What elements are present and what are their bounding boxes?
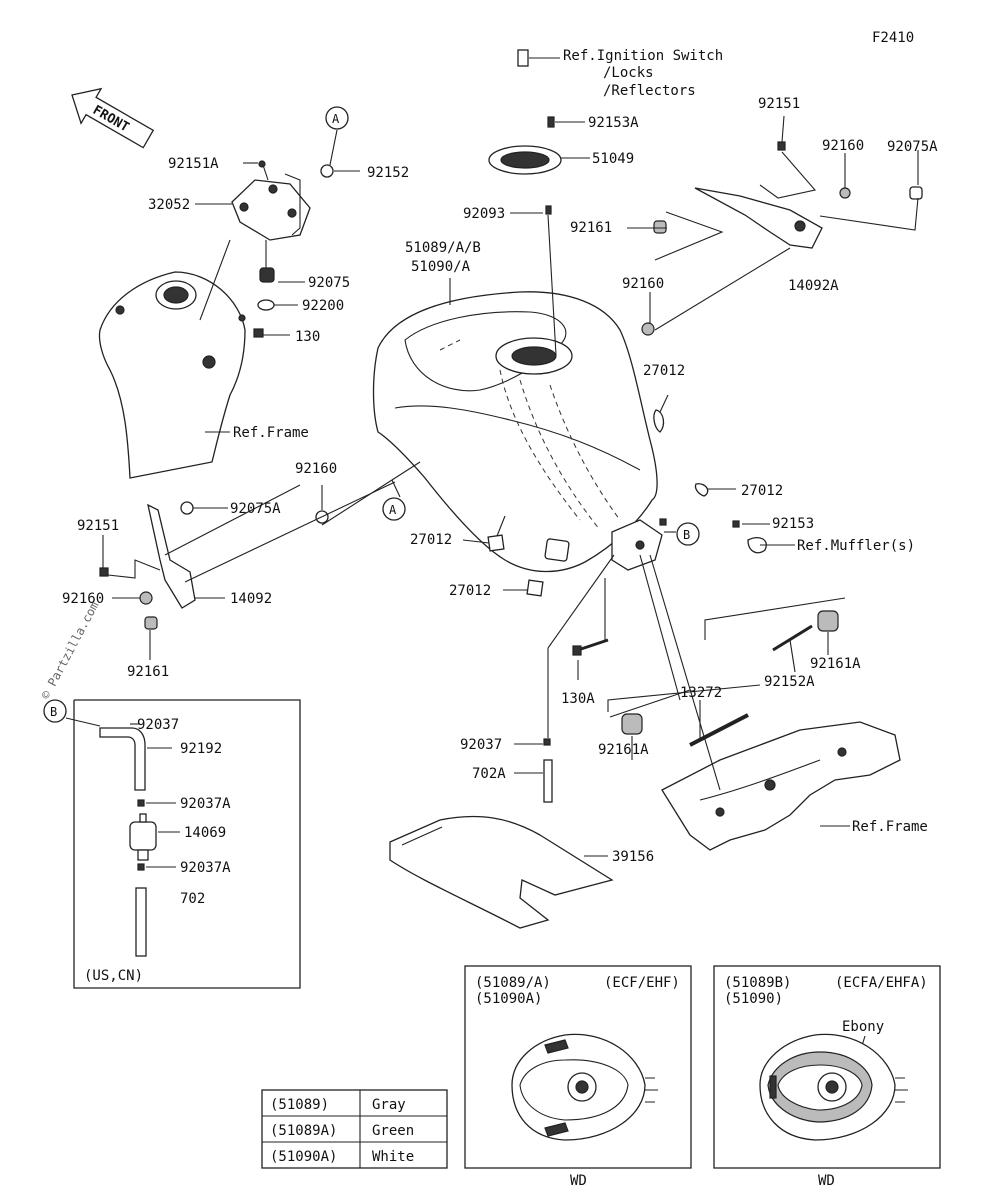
variant2-caption: WD [818,1173,835,1189]
variant1-left: (51089/A) [475,975,551,991]
svg-text:A: A [389,503,397,517]
callout-51089-ab: 51089/A/B [405,240,481,256]
color-code-2: (51089A) [270,1123,337,1139]
callout-92151-left: 92151 [77,518,119,534]
callout-32052: 32052 [148,197,190,213]
callout-92161A-center: 92161A [598,742,649,758]
callout-92161-left: 92161 [127,664,169,680]
color-name-2: Green [372,1123,414,1139]
callout-92152: 92152 [367,165,409,181]
callout-14092A: 14092A [788,278,839,294]
inset-part-14069: 14069 [184,825,226,841]
inset-part-92192: 92192 [180,741,222,757]
color-code-1: (51089) [270,1097,329,1113]
color-table: (51089) Gray (51089A) Green (51090A) Whi… [261,1089,448,1169]
callout-14092: 14092 [230,591,272,607]
callout-13272: 13272 [680,685,722,701]
variant-box-ecfa-ehfa: (51089B) (51090) (ECFA/EHFA) Ebony WD [713,965,941,1189]
variant-box-ecf-ehf: (51089/A) (51090A) (ECF/EHF) WD [464,965,692,1189]
ref-marker-a-low: A [382,497,406,521]
vent-tube-702A [543,738,553,803]
callout-ref-reflectors: /Reflectors [603,83,696,99]
callout-92153A: 92153A [588,115,639,131]
watermark: © Partzilla.com [38,599,101,701]
variant1-right: (ECF/EHF) [604,975,680,991]
frame-left [98,271,246,479]
callout-92161A-right: 92161A [810,656,861,672]
callout-92160-mid: 92160 [622,276,664,292]
callout-ref-frame-right: Ref.Frame [852,819,928,835]
color-name-3: White [372,1149,414,1165]
stay-14092A [641,141,923,336]
callout-130A: 130A [561,691,595,707]
muffler-clip [732,520,767,554]
variant1-caption: WD [570,1173,587,1189]
color-code-3: (51090A) [270,1149,337,1165]
callout-27012-c2: 27012 [449,583,491,599]
callout-92037-center: 92037 [460,737,502,753]
variant2-note: Ebony [842,1019,884,1035]
callout-39156: 39156 [612,849,654,865]
subframe-right [661,721,901,851]
rear-tank-bracket [611,518,667,571]
variant2-right: (ECFA/EHFA) [835,975,928,991]
callout-92075A-tr: 92075A [887,139,938,155]
rubber-pads-27012 [487,409,709,597]
leader-lines [102,57,919,857]
callout-27012-c1: 27012 [410,532,452,548]
inset-part-92037A-2: 92037A [180,860,231,876]
callout-92093: 92093 [463,206,505,222]
callout-702A: 702A [472,766,506,782]
callout-92075: 92075 [308,275,350,291]
inset-part-92037A-1: 92037A [180,796,231,812]
svg-text:B: B [683,528,690,542]
front-arrow-icon: FRONT [71,87,155,149]
figure-code: F2410 [872,30,914,46]
callout-labels: Ref.Ignition Switch /Locks /Reflectors 9… [62,48,938,865]
bracket-32052 [231,160,334,338]
variant1-left2: (51090A) [475,991,542,1007]
insulator-39156 [389,815,614,929]
inset-region: (US,CN) [84,968,143,984]
callout-27012-r2: 27012 [741,483,783,499]
callout-92200: 92200 [302,298,344,314]
callout-92161-tr: 92161 [570,220,612,236]
rear-hardware [572,610,839,747]
variant2-left2: (51090) [724,991,783,1007]
callout-ref-ignition: Ref.Ignition Switch [563,48,723,64]
ref-marker-b-right: B [676,522,700,546]
inset-part-702: 702 [180,891,205,907]
ref-marker-a-top: A [325,106,349,130]
callout-51049: 51049 [592,151,634,167]
callout-92160-tr: 92160 [822,138,864,154]
callout-ref-locks: /Locks [603,65,654,81]
inset-us-cn: B 92037 92192 92037A 14069 92037A 702 (U… [43,699,301,989]
callout-51090-a: 51090/A [411,259,471,275]
svg-text:A: A [332,112,340,126]
callout-ref-mufflers: Ref.Muffler(s) [797,538,915,554]
svg-text:B: B [50,705,57,719]
callout-ref-frame-left: Ref.Frame [233,425,309,441]
callout-92160-left: 92160 [295,461,337,477]
fuel-cap-51049 [488,49,562,215]
callout-130: 130 [295,329,320,345]
inset-part-92037: 92037 [137,717,179,733]
stay-14092 [99,501,329,630]
callout-27012-r1: 27012 [643,363,685,379]
color-name-1: Gray [372,1097,406,1113]
callout-92153: 92153 [772,516,814,532]
callout-92151-tr: 92151 [758,96,800,112]
callout-92160-left2: 92160 [62,591,104,607]
inset-marker-b: B [43,699,67,723]
callout-92152A: 92152A [764,674,815,690]
variant2-left: (51089B) [724,975,791,991]
callout-92075A-left: 92075A [230,501,281,517]
fuel-tank [372,291,658,573]
callout-92151A: 92151A [168,156,219,172]
